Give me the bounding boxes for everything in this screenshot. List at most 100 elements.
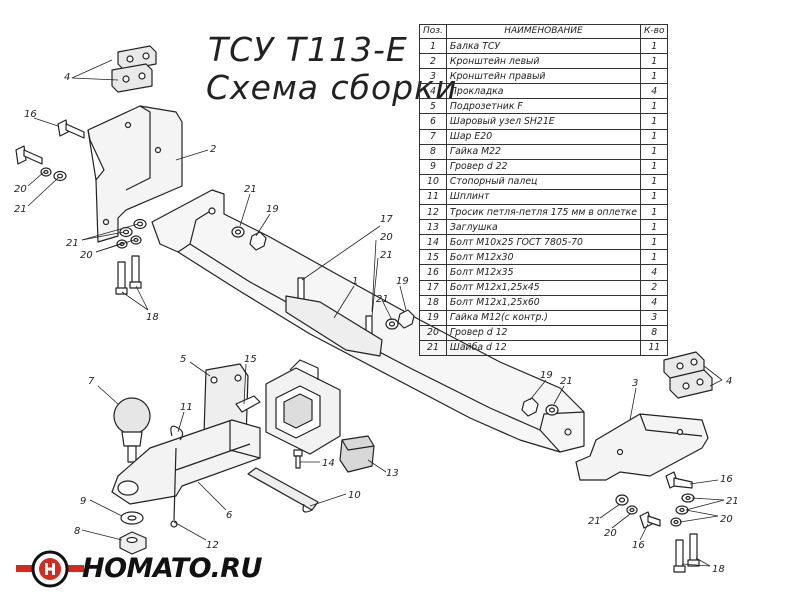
cell-qty: 1: [640, 173, 669, 190]
brand-name: HOMATO.RU: [82, 553, 262, 584]
cell-qty: 1: [640, 158, 669, 175]
cell-pos: 1: [419, 37, 447, 55]
cell-qty: 1: [640, 98, 669, 115]
header-name: НАИМЕНОВАНИЕ: [445, 24, 642, 39]
nuts-washers-middle: [231, 226, 559, 417]
spacer-plates-right: [663, 351, 713, 399]
cell-pos: 5: [419, 98, 447, 115]
cell-qty: 8: [640, 324, 669, 341]
cell-name: Шайба d 12: [445, 339, 642, 356]
cell-qty: 2: [640, 279, 669, 296]
drawing-subtitle: Схема сборки: [206, 68, 458, 107]
cell-name: Шар E20: [445, 128, 642, 145]
cell-pos: 13: [419, 219, 447, 236]
hitch-receiver: [265, 359, 341, 455]
header-pos: Поз.: [419, 24, 447, 39]
callout-labels: 4 2 16 20 21 21 20 18 21 19 17 20 21 1 2…: [14, 72, 739, 575]
callout-21: 21: [244, 184, 257, 195]
cell-pos: 12: [419, 204, 447, 221]
cell-name: Гайка М22: [445, 143, 642, 160]
cell-name: Болт М12х1,25х60: [445, 294, 642, 311]
bolt-14: [293, 449, 303, 469]
locking-pin: [247, 467, 319, 513]
callout-21: 21: [66, 238, 79, 249]
cell-name: Гровер d 22: [445, 158, 642, 175]
callout-19: 19: [396, 276, 409, 287]
cell-pos: 4: [419, 83, 447, 100]
leader-lines: [27, 59, 725, 567]
cell-qty: 4: [640, 264, 669, 281]
callout-13: 13: [386, 468, 399, 479]
cell-name: Подрозетник F: [445, 98, 642, 115]
cell-pos: 16: [419, 264, 447, 281]
callout-11: 11: [180, 402, 193, 413]
cell-pos: 9: [419, 158, 447, 175]
cell-pos: 17: [419, 279, 447, 296]
callout-10: 10: [348, 490, 361, 501]
callout-20: 20: [14, 184, 27, 195]
cell-pos: 21: [419, 339, 447, 356]
cell-qty: 4: [640, 294, 669, 311]
cell-pos: 15: [419, 249, 447, 266]
cell-pos: 10: [419, 173, 447, 190]
cell-pos: 2: [419, 53, 447, 70]
left-bracket: [87, 105, 183, 243]
hardware-right: [615, 471, 700, 573]
callout-3: 3: [632, 378, 638, 389]
cell-qty: 1: [640, 37, 669, 55]
cell-qty: 1: [640, 113, 669, 130]
cell-name: Тросик петля-петля 175 мм в оплетке: [445, 204, 642, 221]
cell-pos: 8: [419, 143, 447, 160]
cell-name: Гайка М12(с контр.): [445, 309, 642, 326]
callout-4: 4: [726, 376, 732, 387]
cell-name: Прокладка: [445, 83, 642, 100]
callout-19: 19: [540, 370, 553, 381]
callout-9: 9: [80, 496, 86, 507]
callout-5: 5: [180, 354, 186, 365]
cell-qty: 1: [640, 204, 669, 221]
callout-15: 15: [244, 354, 257, 365]
callout-21: 21: [588, 516, 601, 527]
washer-9: [120, 511, 144, 525]
callout-18: 18: [712, 564, 725, 575]
homato-logo-icon: [16, 550, 84, 588]
spacer-plates-left: [111, 45, 157, 93]
cell-name: Стопорный палец: [445, 173, 642, 190]
cell-qty: 3: [640, 309, 669, 326]
callout-4: 4: [64, 72, 70, 83]
callout-21: 21: [560, 376, 573, 387]
cell-qty: 1: [640, 143, 669, 160]
cell-name: Болт М12х30: [445, 249, 642, 266]
cell-pos: 14: [419, 234, 447, 251]
callout-20: 20: [604, 528, 617, 539]
callout-12: 12: [206, 540, 219, 551]
ball-mount: [111, 419, 261, 505]
callout-2: 2: [210, 144, 216, 155]
header-qty: К-во: [640, 24, 669, 39]
tow-ball: [113, 397, 151, 463]
callout-21: 21: [14, 204, 27, 215]
callout-6: 6: [226, 510, 232, 521]
cell-name: Кронштейн правый: [445, 68, 642, 85]
cell-qty: 1: [640, 128, 669, 145]
cell-name: Болт М12х1,25х45: [445, 279, 642, 296]
cell-qty: 4: [640, 83, 669, 100]
